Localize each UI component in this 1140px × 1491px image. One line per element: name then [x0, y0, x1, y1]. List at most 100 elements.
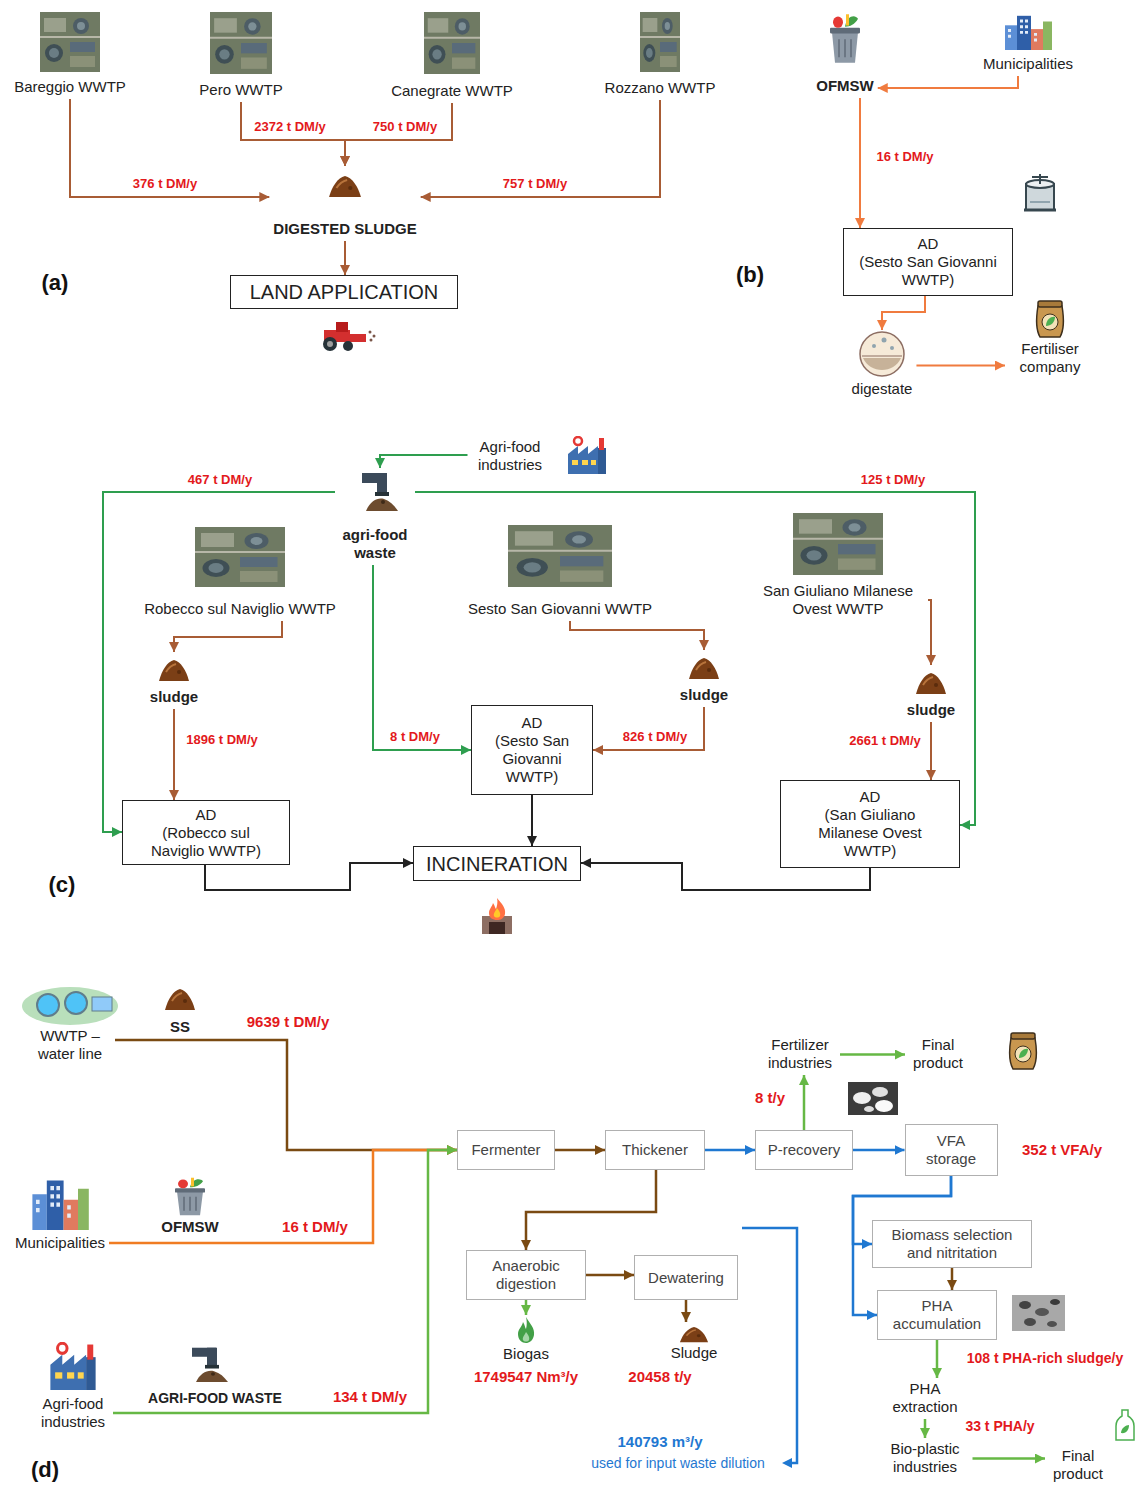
- flow-arrow: [586, 1274, 634, 1277]
- incinerator-icon: [489, 898, 505, 920]
- waste-node: agri-food waste: [335, 468, 415, 565]
- node-text: San Giuliano Milanese Ovest WWTP: [752, 582, 924, 618]
- sludge-node: DIGESTED SLUDGE: [269, 166, 420, 241]
- flow-arrow: [924, 1419, 927, 1438]
- pha-micrograph: [1019, 1301, 1031, 1309]
- phosphate-photo: [853, 1092, 871, 1104]
- phosphate-photo: [872, 1087, 888, 1097]
- flow-arrow: [951, 1268, 954, 1290]
- waste-bin-icon: [830, 14, 860, 63]
- node-text: Biomass selection and nitritation: [883, 1226, 1021, 1262]
- flow-arrow: [853, 1149, 905, 1152]
- sludge-node: sludge: [676, 650, 732, 707]
- node-text: Fertilizer industries: [764, 1036, 836, 1072]
- node-text: Fertiliser company: [1009, 340, 1091, 376]
- node-text: sludge: [907, 701, 955, 719]
- sludge-node: sludge: [146, 652, 202, 709]
- digestate-icon: [860, 332, 904, 376]
- treatment-plant-icon: [22, 987, 118, 1025]
- digester-icon: [1024, 209, 1056, 212]
- source-node: Municipalities: [979, 12, 1077, 76]
- satellite-image: [210, 12, 272, 74]
- digestate-icon: [890, 346, 894, 350]
- node-text: Thickener: [622, 1141, 688, 1159]
- flow-quantity: 125 t DM/y: [859, 472, 927, 488]
- tractor-icon: [343, 341, 353, 351]
- node-text: Agri-food industries: [472, 438, 549, 474]
- digester-icon: [1032, 174, 1048, 184]
- process-box: AD(Sesto San Giovanni WWTP): [843, 228, 1013, 296]
- flow-arrow: [344, 241, 346, 275]
- waste-pipe-icon: [192, 1348, 228, 1382]
- fertiliser-bag-icon: [1010, 1033, 1037, 1069]
- flow-arrow: [115, 1040, 457, 1150]
- phosphate-photo: [864, 1106, 874, 1112]
- destination-node: Fertiliser company: [1005, 296, 1095, 379]
- destination-node: Final product: [905, 1034, 971, 1075]
- sludge-icon: [329, 176, 361, 197]
- flow-quantity: 1896 t DM/y: [184, 732, 260, 748]
- plant-label: San Giuliano Milanese Ovest WWTP: [748, 512, 928, 621]
- treatment-plant-icon: [37, 994, 59, 1016]
- process-box: AD(Sesto San Giovanni WWTP): [471, 705, 593, 795]
- digestate-icon: [872, 344, 876, 348]
- flow-arrow: [555, 1149, 605, 1152]
- flow-arrow: [859, 98, 861, 228]
- dilution-return-line: [742, 1228, 797, 1468]
- tractor-icon: [370, 339, 373, 342]
- tractor-icon: [327, 341, 333, 347]
- pha-micrograph: [1024, 1318, 1036, 1326]
- pha-micrograph: [1047, 1321, 1057, 1327]
- sludge-icon: [165, 989, 195, 1010]
- stream-name: OFMSW: [161, 1218, 219, 1236]
- sludge-icon: [689, 658, 719, 679]
- flow-quantity: 9639 t DM/y: [245, 1013, 332, 1031]
- biogas-flame-icon: [518, 1317, 534, 1343]
- process-box: PHA accumulation: [877, 1290, 997, 1340]
- flow-quantity: 108 t PHA-rich sludge/y: [965, 1350, 1125, 1367]
- flow-arrow: [525, 1300, 528, 1315]
- process-box: Thickener: [605, 1130, 705, 1170]
- digestate-icon: [862, 356, 902, 357]
- treatment-plant-icon: [22, 987, 118, 1025]
- tractor-icon: [323, 322, 376, 351]
- node-text: Canegrate WWTP: [391, 82, 513, 100]
- destination-node: Fertilizer industries: [760, 1034, 840, 1075]
- flow-arrow: [930, 722, 932, 780]
- flow-quantity: 376 t DM/y: [131, 176, 199, 192]
- node-text: digestate: [852, 380, 913, 398]
- satellite-image: [40, 12, 100, 72]
- flow-quantity: 2372 t DM/y: [252, 119, 328, 135]
- digestate-icon: [860, 332, 904, 376]
- flow-arrow: [928, 600, 931, 665]
- source-node: Municipalities: [11, 1172, 109, 1255]
- plant-label: Rozzano WWTP: [601, 12, 720, 100]
- sludge-icon: [680, 1327, 708, 1342]
- node-text: (Robecco sul Naviglio WWTP): [135, 824, 277, 860]
- node-text: sludge: [680, 686, 728, 704]
- tractor-icon: [323, 337, 337, 351]
- source-node: Agri-food industries: [33, 1340, 113, 1434]
- panel-letter: (b): [736, 262, 764, 288]
- quantity-label: 1749547 Nm³/y: [474, 1368, 578, 1386]
- node-text: Pero WWTP: [199, 81, 282, 99]
- bioplastic-bottle-icon: [1116, 1410, 1134, 1440]
- flow-quantity: 467 t DM/y: [186, 472, 254, 488]
- incinerator-icon: [494, 908, 500, 918]
- flow-arrow: [70, 99, 269, 197]
- node-text: Robecco sul Naviglio WWTP: [144, 600, 336, 618]
- node-text: (San Giuliano Milanese Ovest WWTP): [793, 806, 947, 860]
- node-text: (Sesto San Giovanni WWTP): [856, 253, 1000, 289]
- product-node: digestate: [848, 330, 917, 401]
- product-node: Final product: [1045, 1445, 1111, 1486]
- process-box: Biomass selection and nitritation: [872, 1220, 1032, 1268]
- plant-label: Robecco sul Naviglio WWTP: [140, 525, 340, 621]
- dilution-return-line: [742, 1228, 797, 1463]
- node-text: Final product: [1049, 1447, 1107, 1483]
- pha-micrograph: [1050, 1299, 1060, 1305]
- digester-icon: [1030, 201, 1050, 203]
- source-node: Agri-food industries: [468, 436, 553, 477]
- process-box: AD(San Giuliano Milanese Ovest WWTP): [780, 780, 960, 868]
- process-box: Anaerobic digestion: [466, 1250, 586, 1300]
- node-text: P-recovery: [768, 1141, 841, 1159]
